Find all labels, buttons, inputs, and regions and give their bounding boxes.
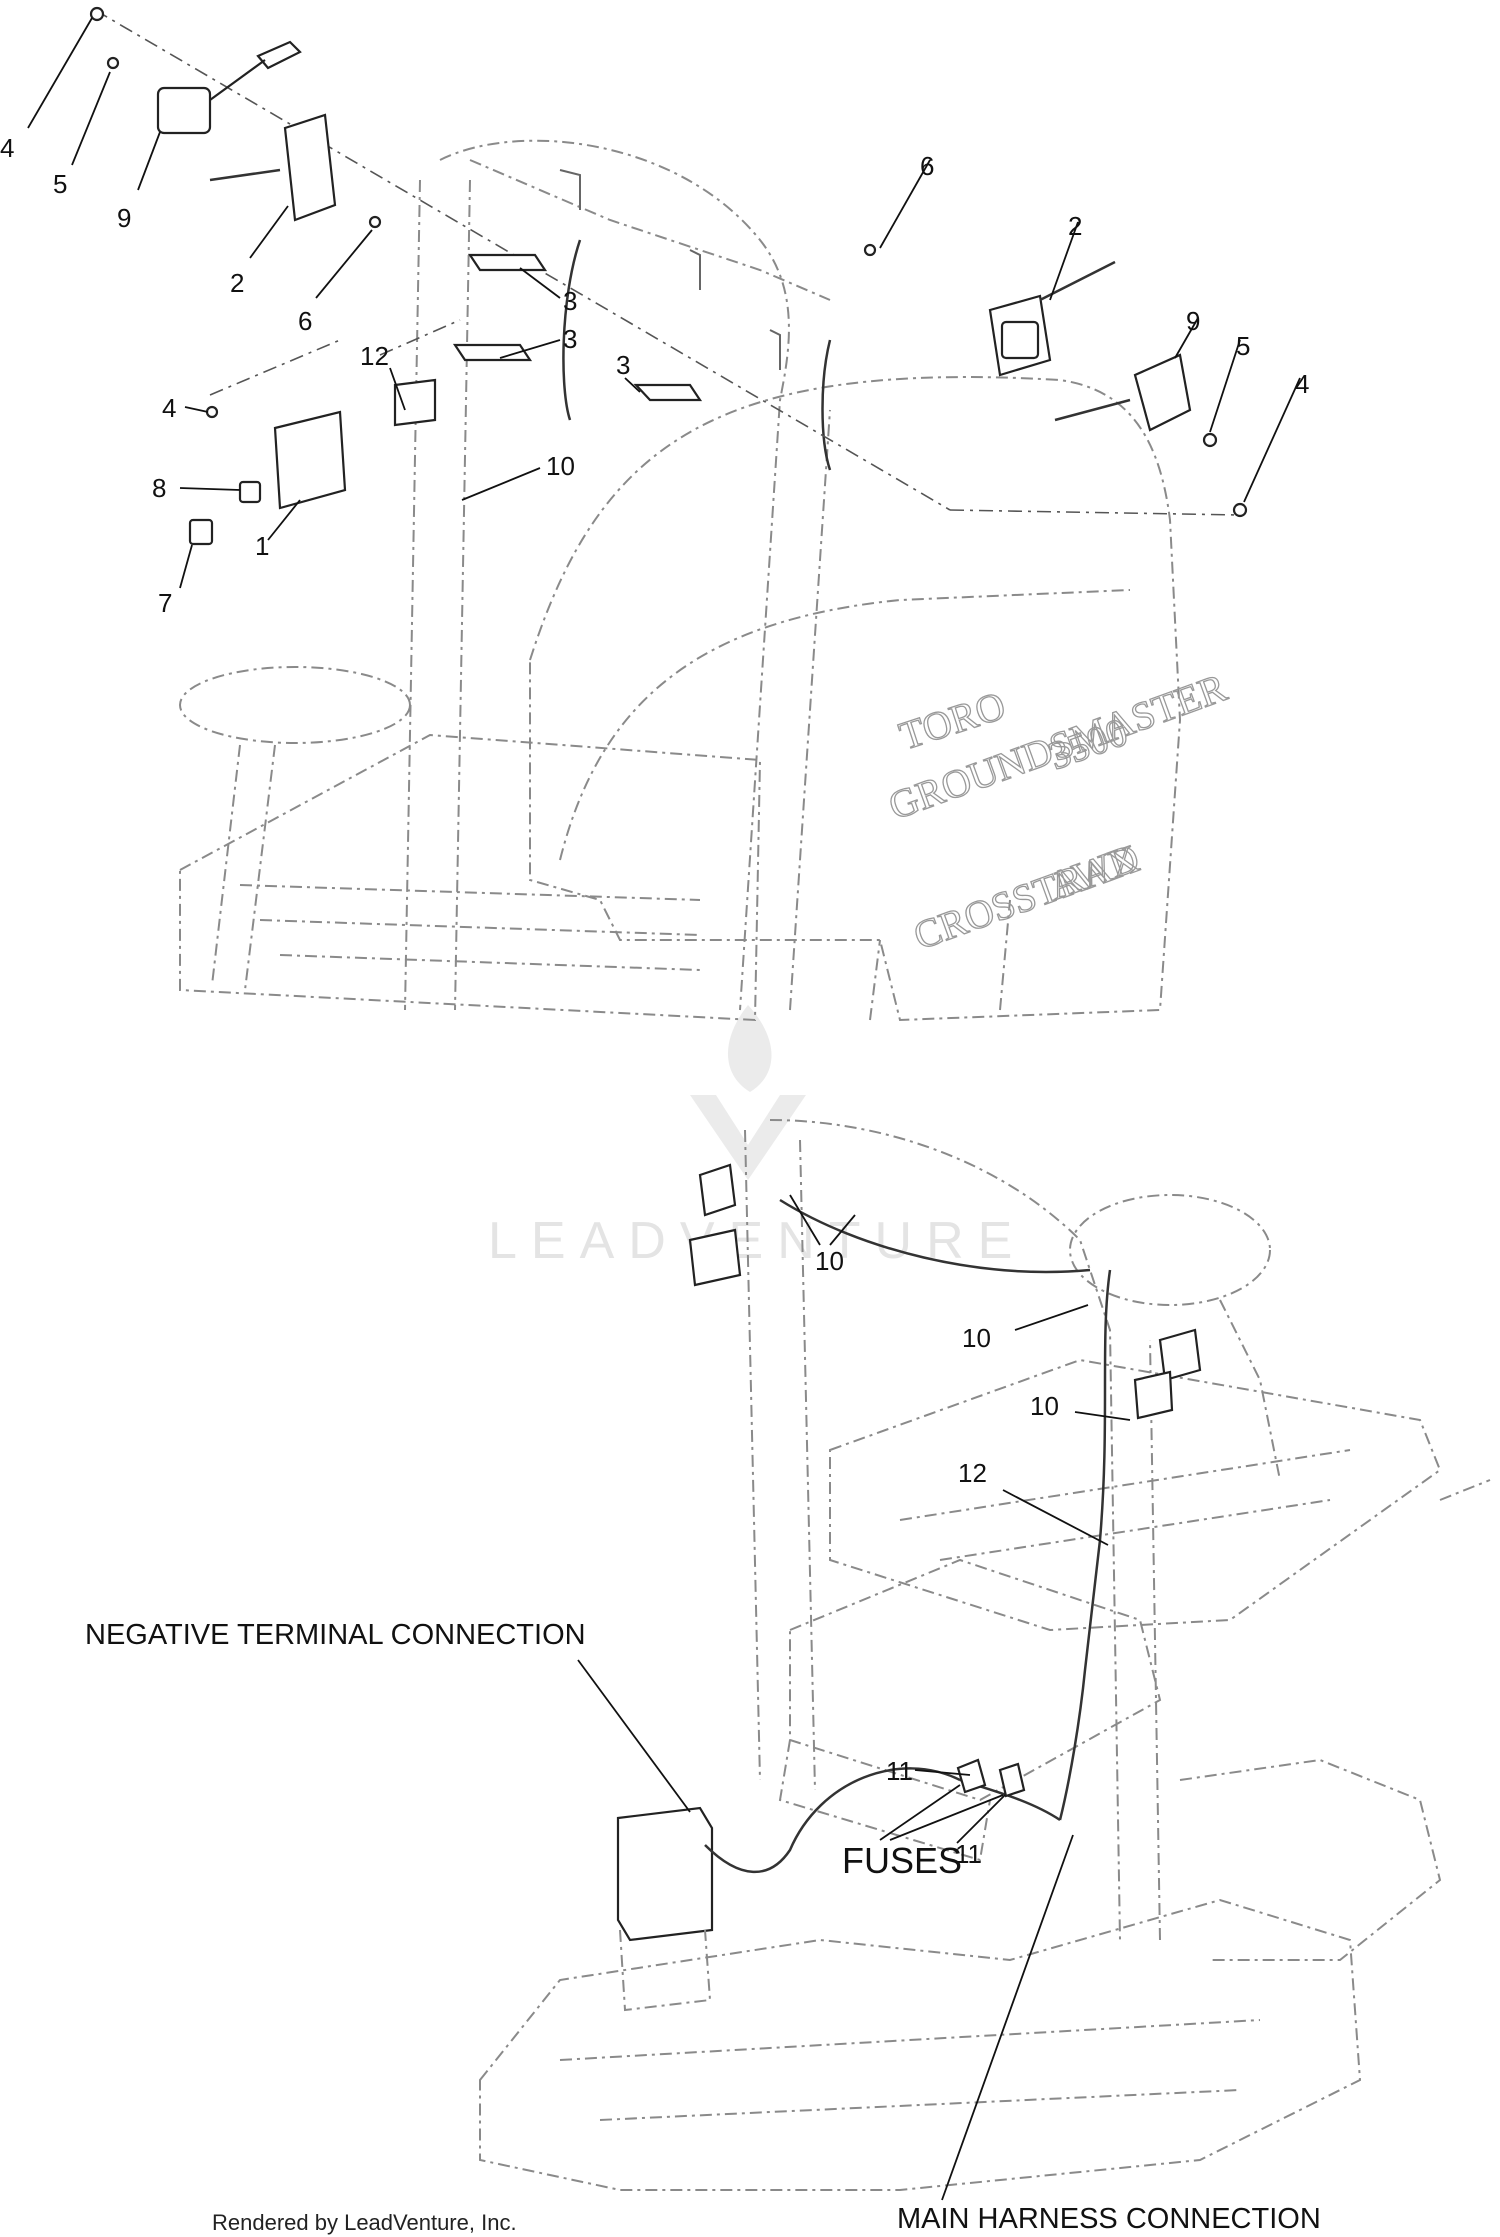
callout-2b: 2 — [1068, 211, 1082, 241]
locknut-part — [368, 215, 382, 229]
callout-10c: 10 — [962, 1323, 991, 1353]
callout-9b: 9 — [1186, 306, 1200, 336]
callout-10a: 10 — [546, 451, 575, 481]
callout-12b: 12 — [958, 1458, 987, 1488]
callout-11b: 11 — [955, 1839, 982, 1869]
callout-1: 1 — [255, 531, 269, 561]
battery-part — [616, 1806, 714, 1942]
watermark-text: LEADVENTURE — [488, 1212, 1026, 1270]
callout-10d: 10 — [1030, 1391, 1059, 1421]
callout-4c: 4 — [1295, 369, 1309, 399]
plug-part — [238, 480, 262, 504]
callout-8: 8 — [152, 473, 166, 503]
callout-4b: 4 — [162, 393, 176, 423]
callout-7: 7 — [158, 588, 172, 618]
callout-6b: 6 — [920, 151, 934, 181]
callout-3c: 3 — [616, 350, 630, 380]
work-light-part — [156, 86, 212, 135]
callout-5a: 5 — [53, 169, 67, 199]
lower-callouts: 10 10 10 12 11 11 — [815, 1246, 1059, 1869]
callout-12a: 12 — [360, 341, 389, 371]
main-harness-label: MAIN HARNESS CONNECTION — [897, 2203, 1321, 2235]
switch-part — [188, 518, 214, 546]
lower-leaders — [577, 1194, 1131, 2201]
fuses-label: FUSES — [842, 1840, 962, 1881]
upper-leaders — [27, 17, 1301, 589]
left-light-assembly — [89, 6, 951, 546]
switch-panel-part — [273, 410, 347, 510]
main-harness-leader — [941, 1834, 1074, 2201]
work-light-part-right — [1133, 353, 1192, 432]
upper-callouts: 4 5 9 2 6 3 3 12 4 8 7 1 10 3 6 2 9 5 4 — [0, 133, 1309, 618]
callout-3a: 3 — [563, 286, 577, 316]
hood-model-number-text: 3500 — [1043, 709, 1134, 779]
u-bolt-part-right — [633, 383, 703, 402]
right-light-assembly — [863, 243, 1248, 518]
lower-assembly — [479, 1119, 1491, 2191]
switch-bracket-part — [393, 378, 437, 427]
render-credit: Rendered by LeadVenture, Inc. — [212, 2210, 517, 2235]
callout-3b: 3 — [563, 324, 577, 354]
light-mount-plate-part — [283, 113, 337, 222]
callout-6a: 6 — [298, 306, 312, 336]
watermark-logo — [690, 1005, 806, 1180]
callout-5b: 5 — [1236, 331, 1250, 361]
nut-part-2 — [205, 405, 219, 419]
nut-part — [89, 6, 105, 22]
u-bolt-part — [452, 253, 548, 362]
negative-terminal-label: NEGATIVE TERMINAL CONNECTION — [85, 1619, 586, 1651]
callout-2a: 2 — [230, 268, 244, 298]
callout-11a: 11 — [886, 1756, 913, 1786]
hood-drive-text: AWD — [1043, 835, 1145, 909]
callout-10b: 10 — [815, 1246, 844, 1276]
callout-4a: 4 — [0, 133, 14, 163]
negative-terminal-leader — [577, 1659, 691, 1813]
bolt-part — [106, 56, 120, 70]
callout-9a: 9 — [117, 203, 131, 233]
